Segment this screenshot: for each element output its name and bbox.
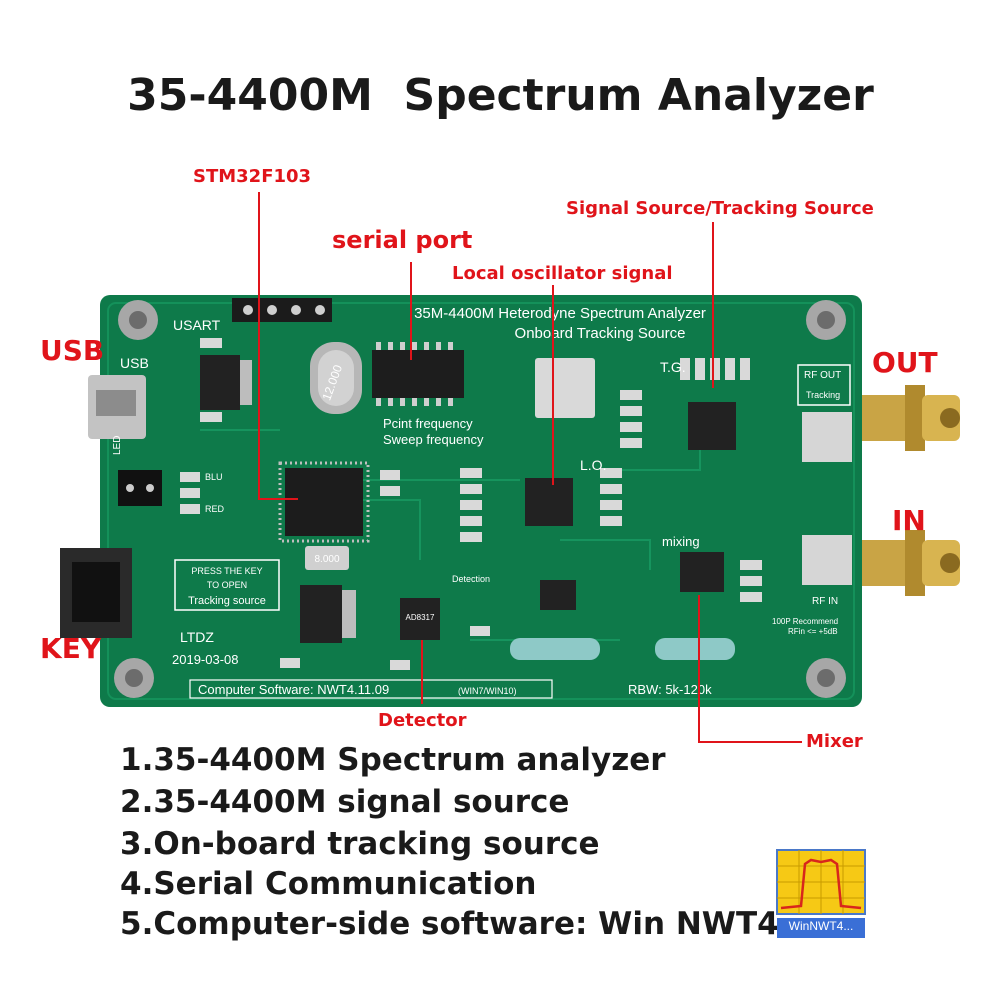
callout-local-oscillator: Local oscillator signal: [452, 263, 673, 284]
svg-text:100P Recommend: 100P Recommend: [772, 617, 838, 626]
app-icon-label: WinNWT4...: [788, 919, 854, 933]
svg-text:2019-03-08: 2019-03-08: [172, 652, 239, 667]
callout-usb: USB: [40, 334, 105, 367]
svg-text:Computer Software: NWT4.11.09: Computer Software: NWT4.11.09: [198, 682, 389, 697]
leader-detector: [421, 640, 423, 704]
spectrum-icon: [776, 849, 866, 938]
callout-detector: Detector: [378, 710, 467, 731]
mixer-chip: [680, 552, 724, 592]
svg-text:TO OPEN: TO OPEN: [207, 580, 247, 590]
leader-mixer: [698, 595, 700, 743]
svg-text:BLU: BLU: [205, 472, 223, 482]
sma-out-connector: [850, 385, 960, 451]
svg-text:Tracking source: Tracking source: [188, 595, 266, 607]
svg-text:AD8317: AD8317: [406, 613, 435, 622]
stm32-chip: [285, 468, 363, 536]
feature-5: 5.Computer-side software: Win NWT4: [120, 906, 779, 942]
svg-text:PRESS THE KEY: PRESS THE KEY: [191, 566, 262, 576]
feature-4: 4.Serial Communication: [120, 866, 537, 902]
svg-text:(WIN7/WIN10): (WIN7/WIN10): [458, 686, 517, 696]
svg-text:Detection: Detection: [452, 574, 490, 584]
callout-out: OUT: [872, 346, 938, 379]
crystal-12mhz: 12.000: [310, 342, 362, 414]
feature-1: 1.35-4400M Spectrum analyzer: [120, 742, 666, 778]
mounting-screws: [114, 300, 846, 698]
serial-chip: [372, 350, 464, 398]
leader-source: [712, 222, 714, 388]
inductor-right: [655, 638, 735, 660]
lo-chip: [525, 478, 573, 526]
page-title: 35-4400M Spectrum Analyzer: [127, 70, 874, 121]
svg-text:RF OUT: RF OUT: [804, 370, 841, 381]
svg-text:LTDZ: LTDZ: [180, 629, 214, 645]
leader-stm32: [258, 192, 260, 500]
svg-text:USART: USART: [173, 317, 221, 333]
board-subheader: Onboard Tracking Source: [515, 325, 686, 342]
svg-text:RFin <= +5dB: RFin <= +5dB: [788, 627, 838, 636]
svg-text:LED: LED: [112, 436, 123, 455]
feature-2: 2.35-4400M signal source: [120, 784, 570, 820]
inductor-left: [510, 638, 600, 660]
svg-text:RBW: 5k-120k: RBW: 5k-120k: [628, 682, 712, 697]
detector-chip: [400, 598, 440, 640]
svg-text:Tracking: Tracking: [806, 390, 840, 400]
callout-in: IN: [892, 504, 926, 537]
leader-serial: [410, 262, 412, 360]
winnwt4-app-icon: WinNWT4...: [775, 848, 867, 940]
usart-header: [232, 298, 332, 322]
sma-in-connector: [850, 530, 960, 596]
svg-text:mixing: mixing: [662, 534, 700, 549]
board-header: 35M-4400M Heterodyne Spectrum Analyzer: [414, 305, 706, 322]
svg-text:RED: RED: [205, 504, 225, 514]
oscillator-can: [535, 358, 595, 418]
callout-stm32: STM32F103: [193, 166, 312, 187]
svg-text:L.O.: L.O.: [580, 457, 606, 473]
feature-3: 3.On-board tracking source: [120, 826, 600, 862]
svg-text:8.000: 8.000: [314, 554, 339, 565]
svg-text:Pcint frequency: Pcint frequency: [383, 416, 473, 431]
svg-text:RF IN: RF IN: [812, 596, 838, 607]
callout-key: KEY: [40, 632, 102, 665]
svg-text:T.G.: T.G.: [660, 359, 686, 375]
tg-chip: [688, 402, 736, 450]
svg-text:USB: USB: [120, 355, 149, 371]
leader-lo: [552, 285, 554, 485]
callout-signal-source: Signal Source/Tracking Source: [566, 198, 874, 219]
svg-text:Sweep frequency: Sweep frequency: [383, 432, 484, 447]
callout-mixer: Mixer: [806, 731, 863, 752]
callout-serial-port: serial port: [332, 226, 473, 254]
